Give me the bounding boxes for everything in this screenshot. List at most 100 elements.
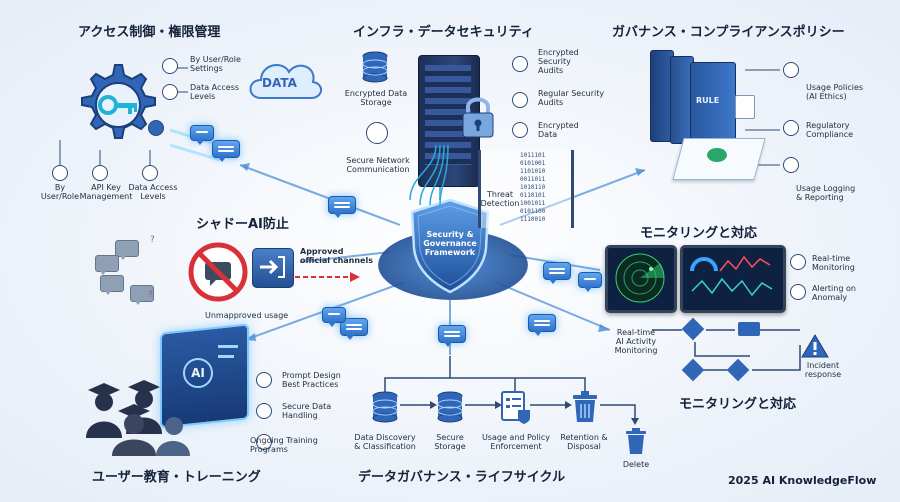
enter-arrow-icon (260, 256, 285, 278)
screen-line (218, 345, 238, 348)
logging-report-icon (783, 157, 799, 173)
usage-policy-icon (783, 62, 799, 78)
database-icon (362, 51, 388, 83)
access-levels-icon (142, 165, 158, 181)
mon-alerting: Alerting on Anomaly (812, 284, 856, 302)
unapproved-chat-bubble-3 (100, 275, 124, 295)
infra-regular-audits: Regular Security Audits (538, 89, 605, 107)
storage-database-icon (437, 391, 463, 423)
life-usage-enforcement: Usage and Policy Enforcement (481, 433, 551, 451)
compliance-icon (783, 120, 799, 136)
mon-real-time: Real-time Monitoring (812, 254, 855, 272)
unapproved-chat-bubble-4 (130, 285, 154, 305)
heading-data-lifecycle: データガバナンス・ライフサイクル (358, 470, 566, 485)
shield-icon (410, 198, 490, 294)
encrypted-data-icon (512, 122, 528, 138)
chat-bubble-icon (190, 125, 214, 145)
api-key-icon (92, 165, 108, 181)
heading-access-control: アクセス制御・権限管理 (78, 25, 221, 40)
ai-screen-label: AI (183, 358, 213, 388)
binary-stream: 1011101 0101001 1101010 0011011 1010110 … (520, 152, 546, 223)
question-mark-icon: ? (148, 290, 153, 300)
heading-user-education: ユーザー教育・トレーニング (92, 470, 261, 485)
heading-monitoring-top: モニタリングと対応 (640, 226, 758, 241)
access-bottom-user-role: By User/Role (40, 183, 80, 201)
edu-secure-handling: Secure Data Handling (282, 402, 332, 420)
chat-bubble-icon (528, 314, 556, 336)
shadow-approved-channels: Approved official channels (300, 247, 373, 265)
threat-detection-panel (478, 150, 574, 228)
life-retention-disposal: Retention & Disposal (560, 433, 608, 451)
policy-checklist-icon (501, 391, 530, 424)
footer-brand: 2025 AI KnowledgeFlow (728, 474, 877, 487)
approval-seal-icon (707, 148, 727, 162)
incident-warning-icon (801, 334, 829, 358)
analytics-chart-icon (690, 255, 773, 297)
access-item-user-role: By User/Role Settings (190, 55, 241, 73)
life-secure-storage: Secure Storage (434, 433, 466, 451)
heading-monitoring-bottom: モニタリングと対応 (679, 397, 797, 412)
access-bottom-api-key: API Key Management (79, 183, 133, 201)
mon-incident-response: Incident response (804, 361, 842, 379)
infra-encrypted-audits: Encrypted Security Audits (538, 48, 579, 75)
analytics-monitor (680, 245, 786, 313)
chat-bubble-icon (322, 307, 346, 327)
center-framework-label: Security & Governance Framework (423, 230, 477, 257)
chat-bubble-icon (578, 272, 602, 292)
audit-lock-icon (512, 56, 528, 72)
shadow-unapproved-usage: Unmapproved usage (205, 311, 289, 320)
students-icon (86, 380, 190, 456)
edu-ongoing-training: Ongoing Training Programs (250, 436, 318, 454)
unapproved-chat-bubble-2 (95, 255, 119, 275)
gear-key-icon (81, 64, 156, 139)
gov-regulatory-compliance: Regulatory Compliance (806, 121, 854, 139)
trash-bin-icon (573, 391, 597, 422)
mon-ai-activity-label: Real-time AI Activity Monitoring (614, 328, 658, 355)
heading-shadow-ai: シャドーAI防止 (196, 217, 289, 232)
network-globe-icon (366, 122, 388, 144)
chat-bubble-icon (438, 325, 466, 347)
audit-check-icon (512, 92, 528, 108)
infra-encrypted-data: Encrypted Data (538, 121, 579, 139)
access-item-data-levels: Data Access Levels (190, 83, 240, 101)
delete-bin-icon (626, 428, 646, 454)
pulse-monitor-icon (790, 254, 806, 270)
question-mark-icon: ? (150, 235, 155, 245)
data-access-icon (162, 84, 178, 100)
chat-bubble-icon (543, 262, 571, 284)
edu-prompt-design: Prompt Design Best Practices (282, 371, 341, 389)
prompt-design-icon (256, 372, 272, 388)
lock-icon (462, 97, 494, 138)
alert-bell-icon (790, 284, 806, 300)
access-bottom-data-levels: Data Access Levels (128, 183, 178, 201)
flow-process-1 (738, 322, 760, 336)
cloud-data-label: DATA (262, 76, 297, 90)
infra-threat-detection: Threat Detection (480, 190, 520, 208)
server-cables (409, 144, 449, 206)
gov-usage-logging: Usage Logging & Reporting (796, 184, 856, 202)
training-video-icon (256, 434, 272, 450)
life-delete: Delete (622, 460, 650, 469)
infra-secure-network: Secure Network Communication (346, 156, 410, 174)
infra-encrypted-storage: Encrypted Data Storage (344, 89, 408, 107)
rule-book (690, 62, 736, 146)
unapproved-chat-bubble-1 (115, 240, 139, 260)
user-role-icon (52, 165, 68, 181)
rule-book-label: RULE (696, 96, 720, 105)
prohibited-icon (188, 242, 248, 302)
screen-line (218, 355, 234, 358)
heading-infra-security: インフラ・データセキュリティ (353, 25, 534, 40)
chat-bubble-icon (340, 318, 368, 340)
chat-bubble-icon (212, 140, 240, 162)
radar-icon (615, 253, 665, 303)
life-data-discovery: Data Discovery & Classification (354, 433, 416, 451)
data-cloud-icon (249, 64, 322, 99)
secure-handling-icon (256, 403, 272, 419)
policy-note-icon (735, 95, 755, 119)
chat-bubble-icon (328, 196, 356, 218)
discovery-database-icon (372, 391, 398, 423)
heading-governance: ガバナンス・コンプライアンスポリシー (612, 25, 845, 40)
gear-small-icon (148, 120, 164, 136)
gov-usage-policies: Usage Policies (AI Ethics) (806, 83, 864, 101)
